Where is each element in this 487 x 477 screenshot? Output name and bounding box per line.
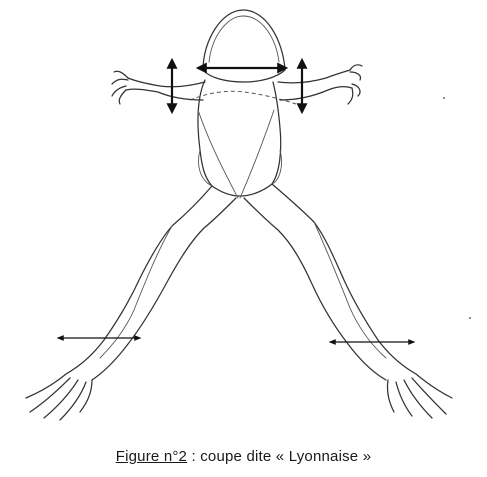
frog-right-arm [278,65,362,104]
frog-head [203,10,285,82]
frog-left-arm [112,71,205,104]
figure-caption-text: : coupe dite « Lyonnaise » [187,448,371,465]
measure-arrows [58,60,414,342]
frog-left-leg [26,186,236,420]
frog-diagram [0,0,487,430]
figure-label: Figure n°2 [116,448,187,465]
speck [469,317,471,319]
frog-right-leg [244,184,452,418]
frog-torso [198,80,282,196]
figure-caption: Figure n°2 : coupe dite « Lyonnaise » [0,448,487,465]
speck [443,97,445,99]
